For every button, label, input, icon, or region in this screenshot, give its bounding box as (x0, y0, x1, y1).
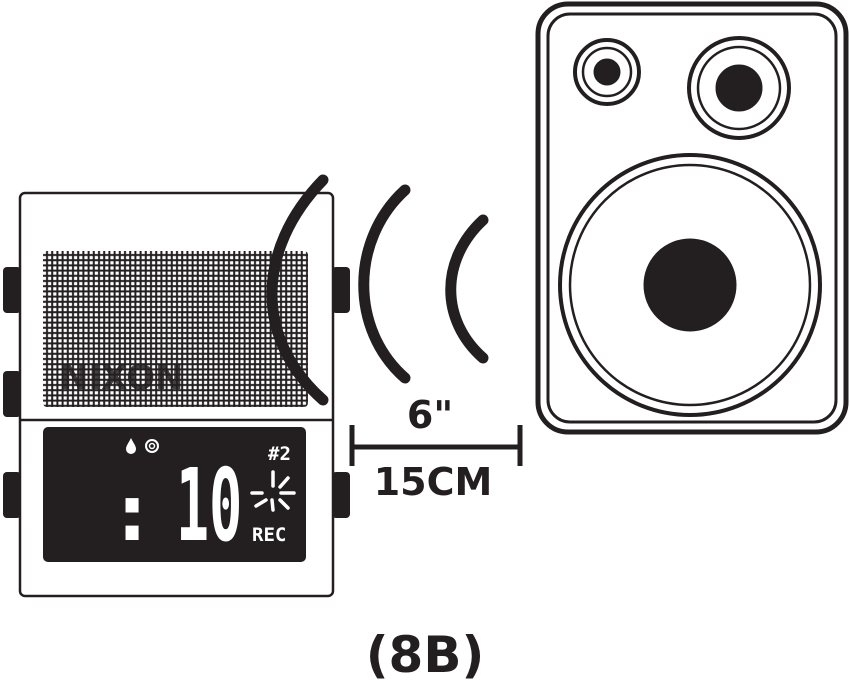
speaker-cabinet-inner (546, 12, 838, 424)
side-buttons (3, 267, 350, 518)
track-number: #2 (268, 443, 291, 465)
target-icon (145, 439, 159, 453)
sound-wave-medium (358, 184, 411, 384)
speaker-cabinet-outer (535, 1, 849, 435)
lcd-screen (43, 427, 306, 562)
tweeter-medium (687, 36, 791, 140)
side-button-right-bottom (332, 472, 350, 518)
sound-wave-large (266, 174, 329, 406)
brand-logo: NIXON (60, 358, 183, 398)
drop-icon (126, 438, 136, 454)
woofer (558, 153, 822, 417)
side-button-left-bottom (3, 472, 21, 518)
rec-status: REC (252, 524, 286, 546)
time-digits: 10 (176, 448, 242, 564)
side-button-left-top (3, 267, 21, 313)
colon-separator: : (108, 466, 156, 559)
speaker-grille (43, 251, 308, 407)
loudspeaker (535, 1, 849, 435)
tweeter-small (573, 38, 641, 106)
figure-label: (8B) (366, 626, 485, 683)
sound-wave-small (445, 214, 489, 364)
side-button-left-middle (3, 371, 21, 417)
side-button-right-top (332, 267, 350, 313)
distance-imperial: 6" (407, 393, 453, 437)
distance-metric: 15CM (374, 460, 493, 504)
sunburst-icon (250, 470, 296, 512)
distance-indicator: 6" 15CM (349, 393, 523, 504)
sound-waves-icon (266, 174, 489, 406)
recorder-device: NIXON #2 : 10 REC (3, 191, 350, 598)
